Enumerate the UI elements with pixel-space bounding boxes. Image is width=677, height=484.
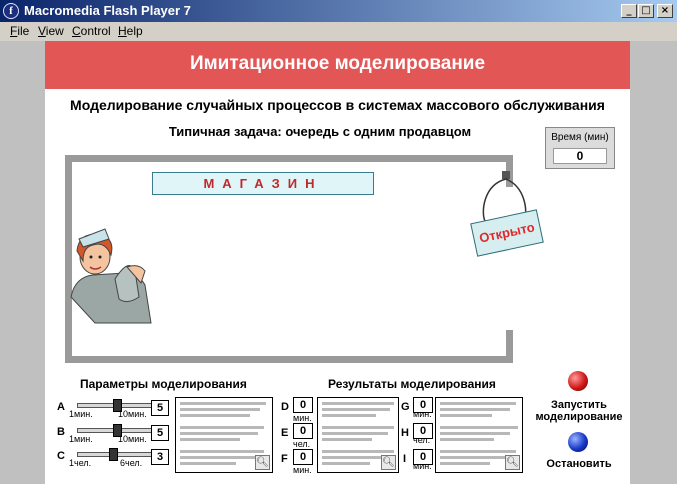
param-c-min: 1чел. [69, 458, 92, 468]
result-e-letter: E [281, 427, 289, 439]
window-title: Macromedia Flash Player 7 [24, 3, 191, 18]
result-f-letter: F [281, 453, 288, 465]
title-bar: f Macromedia Flash Player 7 _ □ × [0, 0, 677, 22]
header-band [45, 41, 630, 89]
param-b-value: 5 [151, 425, 169, 441]
result-i-value: 0 [413, 449, 433, 465]
menu-view[interactable]: View [38, 24, 64, 38]
param-c-slider-thumb[interactable] [109, 448, 118, 461]
stop-button[interactable] [568, 432, 588, 452]
result-f-value: 0 [293, 449, 313, 465]
result-i-unit: мин. [413, 461, 432, 471]
close-button[interactable]: × [657, 4, 673, 18]
result-g-letter: G [401, 401, 410, 413]
result-g-unit: мин. [413, 409, 432, 419]
param-a-letter: A [57, 401, 65, 413]
result-h-letter: H [401, 427, 409, 439]
seller-icon [70, 228, 152, 324]
result-f-unit: мин. [293, 465, 312, 475]
params-description: 🔍︎ [175, 397, 273, 473]
result-d-unit: мин. [293, 413, 312, 423]
menu-help[interactable]: Help [118, 24, 143, 38]
magnifier-icon[interactable]: 🔍︎ [255, 455, 270, 470]
task-title: Типичная задача: очередь с одним продавц… [168, 124, 472, 139]
param-c-slider-track[interactable] [77, 452, 159, 457]
result-e-unit: чел. [293, 439, 311, 449]
shop-wall [65, 155, 513, 363]
time-label: Время (мин) [551, 132, 609, 143]
time-panel: Время (мин) 0 [545, 127, 615, 169]
maximize-button[interactable]: □ [638, 4, 654, 18]
result-h-unit: чел. [413, 435, 431, 445]
result-d-value: 0 [293, 397, 313, 413]
result-g-value: 0 [413, 397, 433, 413]
start-label[interactable]: Запустить моделирование [535, 399, 623, 423]
param-a-max: 10мин. [118, 409, 147, 419]
minimize-button[interactable]: _ [621, 4, 637, 18]
magnifier-icon[interactable]: 🔍︎ [505, 455, 520, 470]
param-a-min: 1мин. [69, 409, 93, 419]
results-title: Результаты моделирования [328, 377, 496, 391]
shop-wall-right-bottom [506, 330, 513, 363]
result-h-value: 0 [413, 423, 433, 439]
result-e-value: 0 [293, 423, 313, 439]
result-d-letter: D [281, 401, 289, 413]
page-title: Имитационное моделирование [189, 53, 486, 74]
param-b-min: 1мин. [69, 434, 93, 444]
menu-control[interactable]: Control [72, 24, 111, 38]
param-b-slider-thumb[interactable] [113, 424, 122, 437]
param-c-value: 3 [151, 449, 169, 465]
stop-label[interactable]: Остановить [546, 458, 612, 470]
shop-sign: МАГАЗИН [152, 172, 374, 195]
params-title: Параметры моделирования [80, 377, 247, 391]
time-value: 0 [553, 148, 607, 164]
subtitle: Моделирование случайных процессов в сист… [70, 97, 605, 113]
menu-bar: File View Control Help [0, 22, 677, 41]
results-description-2: 🔍︎ [435, 397, 523, 473]
param-b-max: 10мин. [118, 434, 147, 444]
results-description-1: 🔍︎ [317, 397, 399, 473]
start-button[interactable] [568, 371, 588, 391]
shop-sign-text: МАГАЗИН [203, 176, 323, 191]
result-i-letter: I [403, 453, 407, 465]
open-sign-text: Открыто [477, 219, 536, 246]
flash-stage: Имитационное моделирование Моделирование… [45, 41, 630, 484]
magnifier-icon[interactable]: 🔍︎ [381, 455, 396, 470]
param-a-slider-thumb[interactable] [113, 399, 122, 412]
param-b-letter: B [57, 426, 65, 438]
param-c-letter: C [57, 450, 65, 462]
flash-player-icon: f [3, 3, 19, 19]
param-c-max: 6чел. [120, 458, 143, 468]
menu-file[interactable]: File [10, 24, 30, 38]
param-a-value: 5 [151, 400, 169, 416]
